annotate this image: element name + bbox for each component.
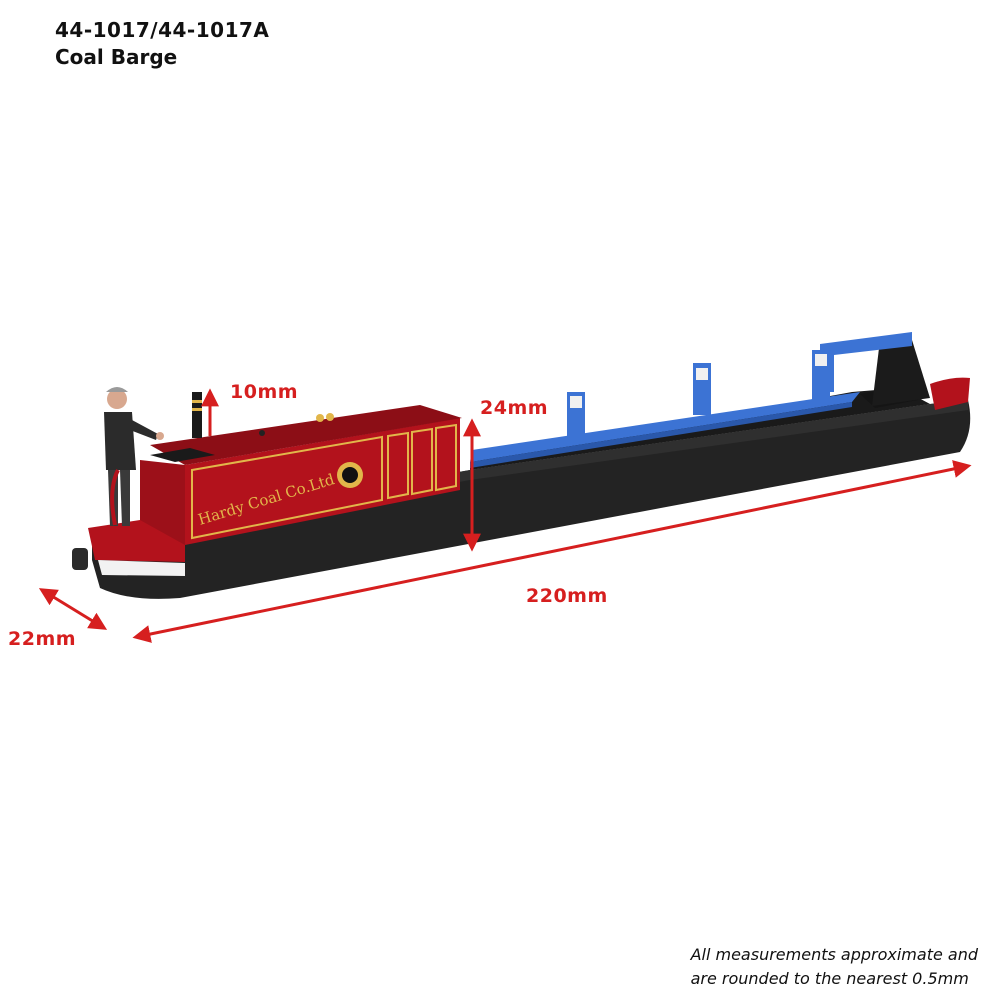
cabin-height-label: 10mm [230, 381, 299, 403]
product-header: 44-1017/44-1017A Coal Barge [55, 17, 269, 71]
dimension-arrows [38, 388, 972, 643]
chimney-icon [192, 392, 202, 438]
hull-height-label: 24mm [480, 397, 549, 419]
helmsman-figure [72, 387, 164, 570]
product-name: Coal Barge [55, 45, 178, 69]
width-arrow [38, 588, 108, 630]
width-label: 22mm [8, 628, 77, 650]
measurement-note: All measurements approximate and are rou… [691, 943, 978, 991]
top-planks [470, 332, 912, 468]
product-code: 44-1017/44-1017A [55, 18, 270, 42]
bow-cloth [872, 340, 930, 406]
note-line-1: All measurements approximate and [690, 945, 978, 964]
length-arrow [132, 460, 972, 643]
length-label: 220mm [526, 585, 608, 607]
note-line-2: are rounded to the nearest 0.5mm [690, 969, 969, 988]
